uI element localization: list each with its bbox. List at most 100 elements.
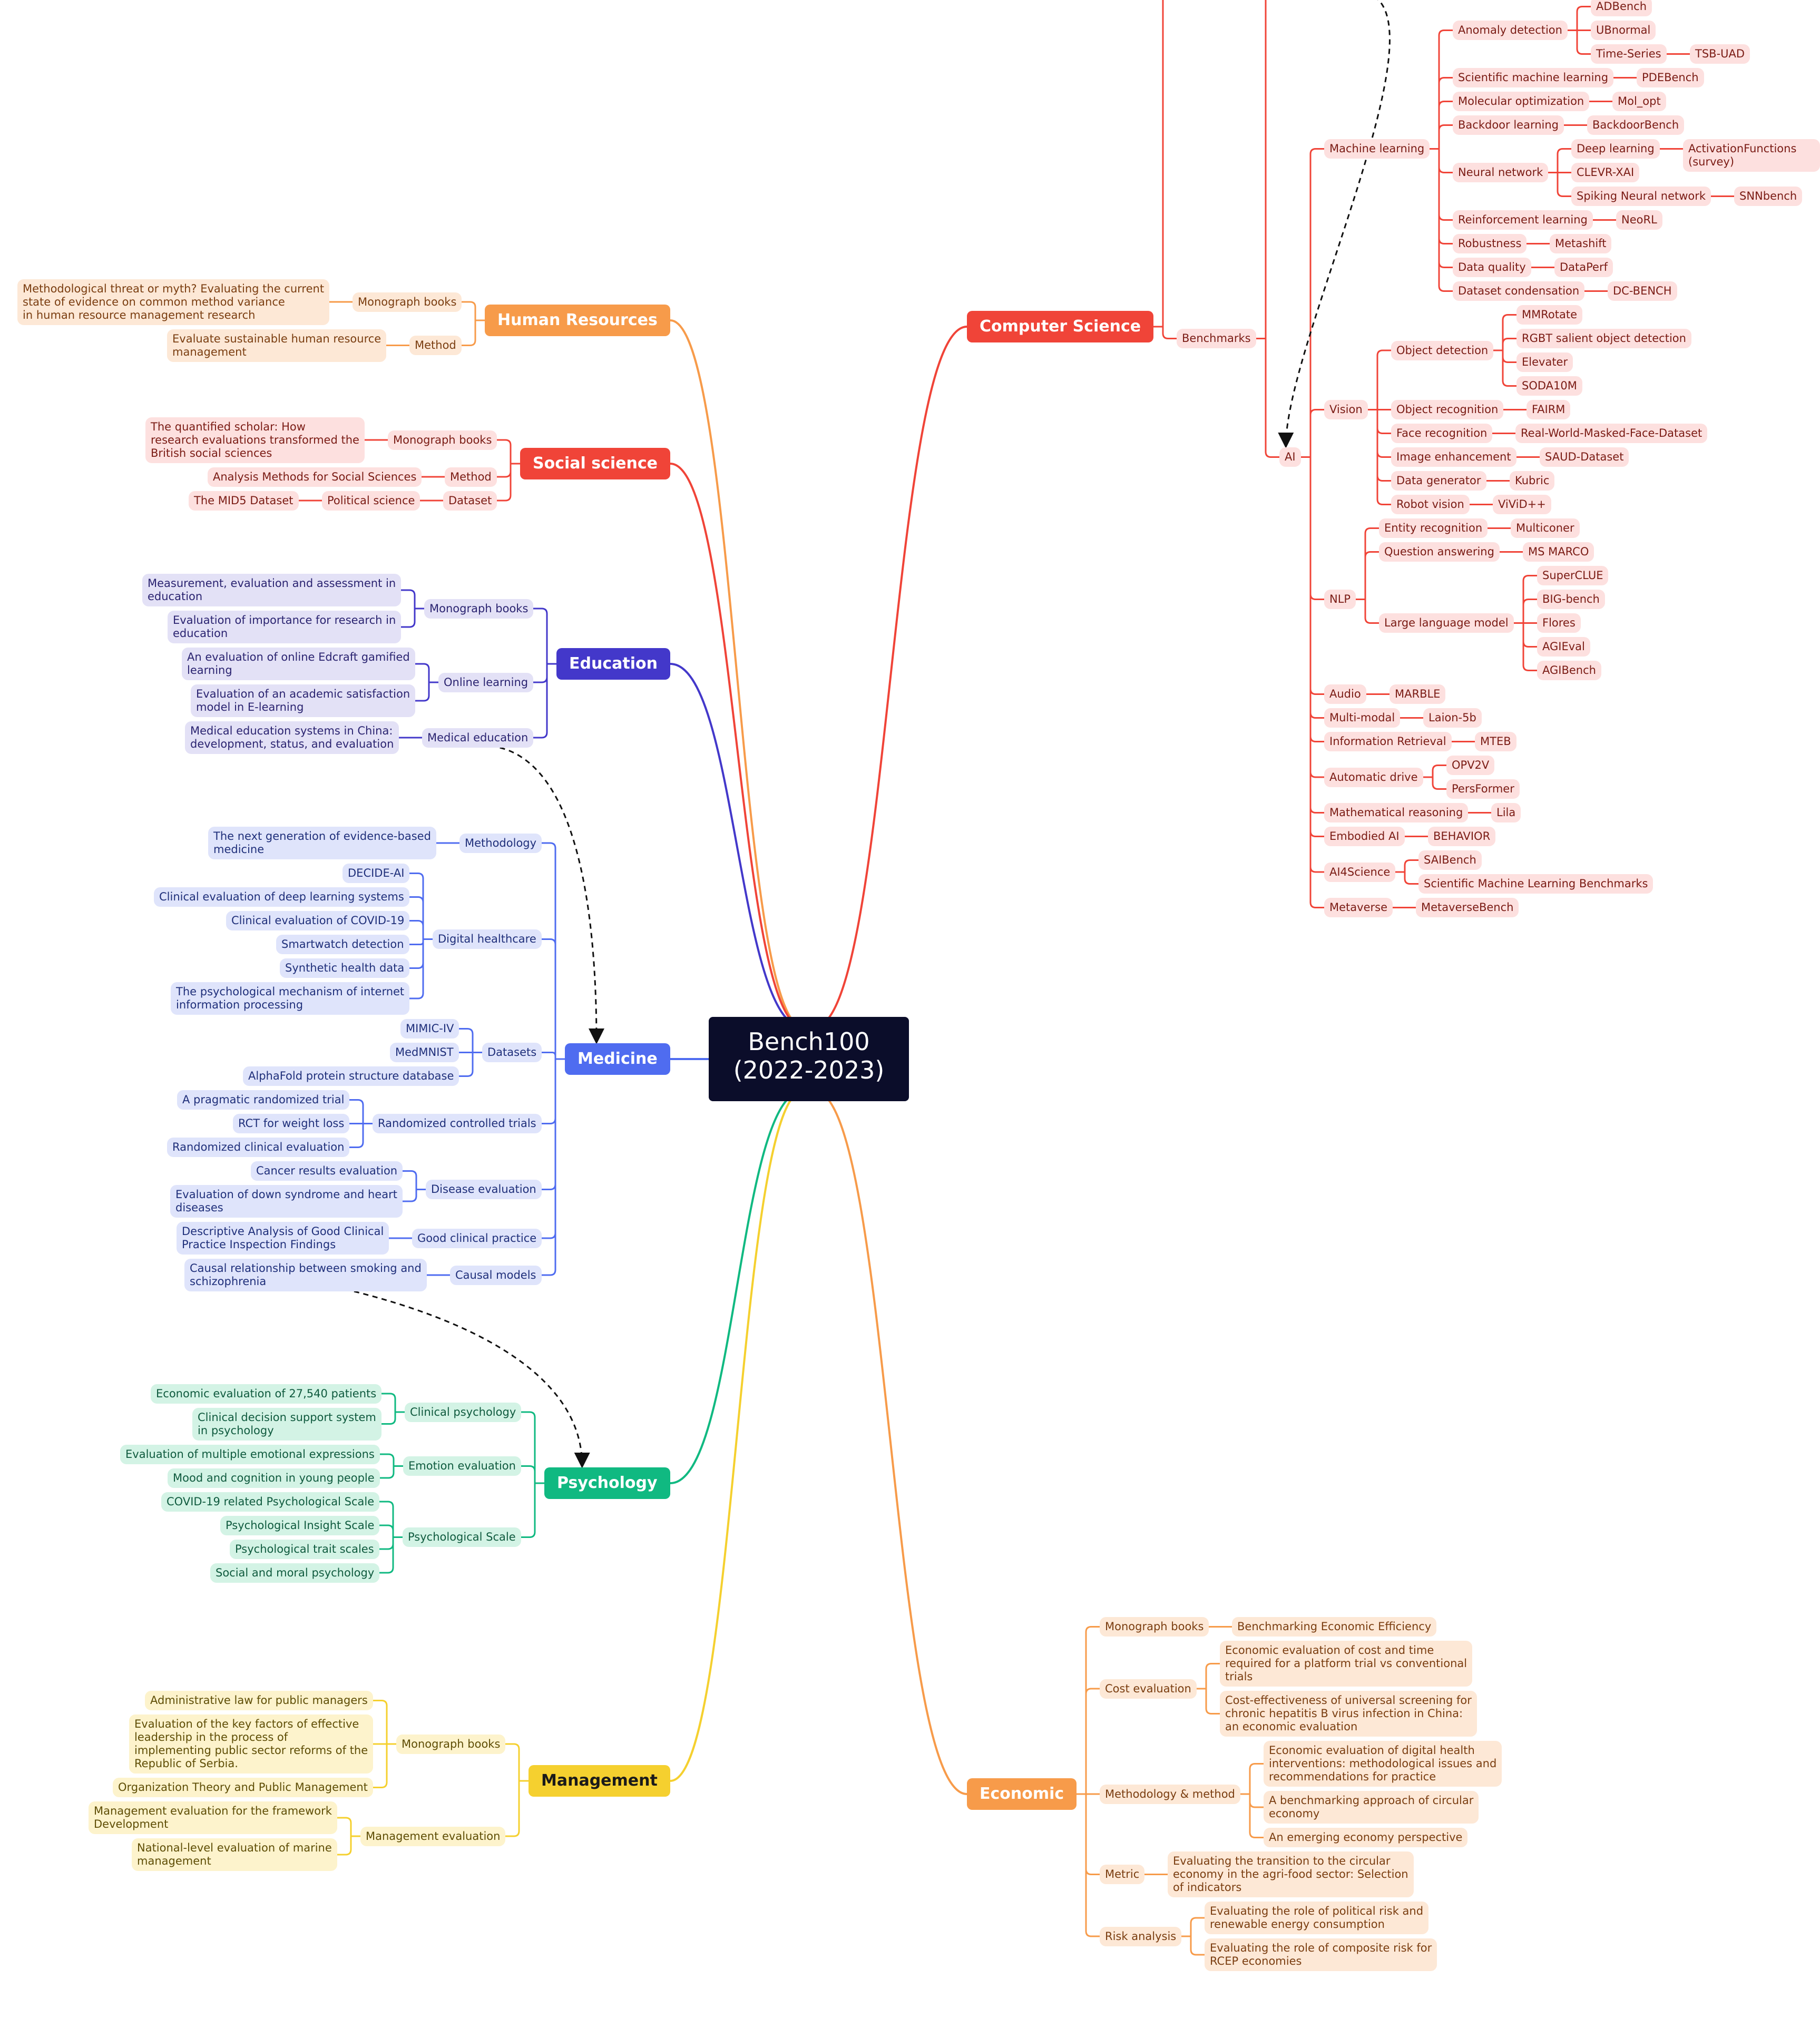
node-superclue[interactable]: SuperCLUE bbox=[1537, 566, 1609, 585]
node-economic-evaluation-of-27-540-patients[interactable]: Economic evaluation of 27,540 patients bbox=[151, 1384, 382, 1404]
node-behavior[interactable]: BEHAVIOR bbox=[1428, 827, 1496, 846]
node-clevr-xai[interactable]: CLEVR-XAI bbox=[1571, 163, 1640, 182]
node-good-clinical-practice[interactable]: Good clinical practice bbox=[412, 1228, 542, 1248]
branch-human-resources[interactable]: Human Resources bbox=[485, 305, 670, 336]
node-entity-recognition[interactable]: Entity recognition bbox=[1379, 518, 1488, 538]
node-mood-and-cognition-in-young-people[interactable]: Mood and cognition in young people bbox=[168, 1468, 380, 1488]
node-alphafold-protein-structure-database[interactable]: AlphaFold protein structure database bbox=[243, 1066, 459, 1086]
node-method[interactable]: Method bbox=[445, 467, 497, 487]
node-vivid[interactable]: ViViD++ bbox=[1493, 495, 1551, 514]
node-soda10m[interactable]: SODA10M bbox=[1516, 376, 1582, 396]
node-dc-bench[interactable]: DC-BENCH bbox=[1608, 281, 1677, 301]
node-activationfunctions-survey[interactable]: ActivationFunctions (survey) bbox=[1683, 139, 1820, 172]
node-evaluate-sustainable-human-resource-management[interactable]: Evaluate sustainable human resource mana… bbox=[167, 329, 387, 362]
node-multi-modal[interactable]: Multi-modal bbox=[1324, 708, 1401, 728]
node-descriptive-analysis-of-good-clinical-practice-i[interactable]: Descriptive Analysis of Good Clinical Pr… bbox=[177, 1222, 389, 1255]
node-metaversebench[interactable]: MetaverseBench bbox=[1416, 898, 1519, 917]
node-randomized-clinical-evaluation[interactable]: Randomized clinical evaluation bbox=[167, 1138, 350, 1157]
node-clinical-psychology[interactable]: Clinical psychology bbox=[405, 1402, 522, 1422]
node-clinical-decision-support-system-in-psychology[interactable]: Clinical decision support system in psyc… bbox=[192, 1407, 381, 1441]
node-persformer[interactable]: PersFormer bbox=[1446, 779, 1520, 799]
node-deep-learning[interactable]: Deep learning bbox=[1571, 139, 1660, 159]
node-emotion-evaluation[interactable]: Emotion evaluation bbox=[403, 1456, 521, 1476]
node-machine-learning[interactable]: Machine learning bbox=[1324, 139, 1430, 159]
node-scientific-machine-learning-benchmarks[interactable]: Scientific Machine Learning Benchmarks bbox=[1418, 874, 1653, 894]
node-fairm[interactable]: FAIRM bbox=[1527, 400, 1571, 419]
node-evaluation-of-down-syndrome-and-heart-diseases[interactable]: Evaluation of down syndrome and heart di… bbox=[170, 1185, 403, 1218]
node-social-and-moral-psychology[interactable]: Social and moral psychology bbox=[210, 1563, 380, 1583]
node-spiking-neural-network[interactable]: Spiking Neural network bbox=[1571, 187, 1711, 206]
node-tsb-uad[interactable]: TSB-UAD bbox=[1690, 44, 1750, 64]
node-the-psychological-mechanism-of-internet-informat[interactable]: The psychological mechanism of internet … bbox=[171, 982, 410, 1015]
node-medmnist[interactable]: MedMNIST bbox=[390, 1043, 459, 1062]
root-node[interactable]: Bench100 (2022-2023) bbox=[709, 1017, 909, 1101]
node-causal-models[interactable]: Causal models bbox=[450, 1265, 542, 1285]
node-mathematical-reasoning[interactable]: Mathematical reasoning bbox=[1324, 803, 1469, 822]
node-mol-opt[interactable]: Mol_opt bbox=[1612, 92, 1666, 111]
node-organization-theory-and-public-management[interactable]: Organization Theory and Public Managemen… bbox=[113, 1778, 373, 1797]
node-datasets[interactable]: Datasets bbox=[482, 1043, 542, 1062]
node-audio[interactable]: Audio bbox=[1324, 684, 1366, 704]
node-methodological-threat-or-myth-evaluating-the-cur[interactable]: Methodological threat or myth? Evaluatin… bbox=[17, 279, 330, 325]
node-psychological-scale[interactable]: Psychological Scale bbox=[403, 1527, 521, 1547]
node-automatic-drive[interactable]: Automatic drive bbox=[1324, 767, 1423, 787]
node-the-next-generation-of-evidence-based-medicine[interactable]: The next generation of evidence-based me… bbox=[208, 827, 436, 859]
node-an-evaluation-of-online-edcraft-gamified-learnin[interactable]: An evaluation of online Edcraft gamified… bbox=[182, 648, 415, 680]
node-covid-19-related-psychological-scale[interactable]: COVID-19 related Psychological Scale bbox=[161, 1492, 380, 1512]
node-agibench[interactable]: AGIBench bbox=[1537, 661, 1601, 680]
node-saibench[interactable]: SAIBench bbox=[1418, 850, 1482, 870]
branch-medicine[interactable]: Medicine bbox=[565, 1043, 670, 1075]
branch-psychology[interactable]: Psychology bbox=[544, 1467, 670, 1499]
node-the-quantified-scholar-how-research-evaluations-[interactable]: The quantified scholar: How research eva… bbox=[145, 417, 365, 463]
node-clinical-evaluation-of-deep-learning-systems[interactable]: Clinical evaluation of deep learning sys… bbox=[154, 887, 409, 907]
branch-management[interactable]: Management bbox=[529, 1765, 670, 1797]
node-flores[interactable]: Flores bbox=[1537, 613, 1581, 633]
branch-computer-science[interactable]: Computer Science bbox=[967, 311, 1154, 342]
node-image-enhancement[interactable]: Image enhancement bbox=[1391, 447, 1516, 467]
node-marble[interactable]: MARBLE bbox=[1390, 684, 1446, 704]
node-ai4science[interactable]: AI4Science bbox=[1324, 862, 1396, 882]
node-ai[interactable]: AI bbox=[1279, 447, 1301, 467]
node-ms-marco[interactable]: MS MARCO bbox=[1523, 542, 1594, 562]
node-synthetic-health-data[interactable]: Synthetic health data bbox=[280, 958, 410, 978]
node-monograph-books[interactable]: Monograph books bbox=[388, 430, 497, 450]
node-monograph-books[interactable]: Monograph books bbox=[353, 292, 462, 312]
node-digital-healthcare[interactable]: Digital healthcare bbox=[433, 929, 542, 949]
node-evaluation-of-an-academic-satisfaction-model-in-[interactable]: Evaluation of an academic satisfaction m… bbox=[191, 684, 416, 717]
node-analysis-methods-for-social-sciences[interactable]: Analysis Methods for Social Sciences bbox=[208, 467, 422, 487]
node-rgbt-salient-object-detection[interactable]: RGBT salient object detection bbox=[1516, 329, 1691, 348]
node-dataset-condensation[interactable]: Dataset condensation bbox=[1453, 281, 1585, 301]
node-robustness[interactable]: Robustness bbox=[1453, 234, 1527, 253]
node-dataset[interactable]: Dataset bbox=[443, 491, 497, 511]
node-the-mid5-dataset[interactable]: The MID5 Dataset bbox=[189, 491, 299, 511]
node-mteb[interactable]: MTEB bbox=[1475, 732, 1516, 751]
node-a-pragmatic-randomized-trial[interactable]: A pragmatic randomized trial bbox=[177, 1090, 350, 1110]
node-adbench[interactable]: ADBench bbox=[1591, 0, 1652, 16]
node-saud-dataset[interactable]: SAUD-Dataset bbox=[1540, 447, 1629, 467]
node-evaluating-the-transition-to-the-circular-econom[interactable]: Evaluating the transition to the circula… bbox=[1168, 1851, 1414, 1897]
node-an-emerging-economy-perspective[interactable]: An emerging economy perspective bbox=[1264, 1828, 1468, 1847]
node-backdoorbench[interactable]: BackdoorBench bbox=[1587, 115, 1685, 135]
node-methodology[interactable]: Methodology bbox=[459, 833, 542, 853]
node-time-series[interactable]: Time-Series bbox=[1591, 44, 1667, 64]
node-cancer-results-evaluation[interactable]: Cancer results evaluation bbox=[251, 1161, 403, 1181]
branch-economic[interactable]: Economic bbox=[967, 1778, 1077, 1810]
node-agieval[interactable]: AGIEval bbox=[1537, 637, 1590, 657]
branch-education[interactable]: Education bbox=[556, 648, 670, 680]
node-backdoor-learning[interactable]: Backdoor learning bbox=[1453, 115, 1564, 135]
node-snnbench[interactable]: SNNbench bbox=[1734, 187, 1803, 206]
node-elevater[interactable]: Elevater bbox=[1516, 352, 1573, 372]
node-benchmarks[interactable]: Benchmarks bbox=[1177, 329, 1256, 348]
node-robot-vision[interactable]: Robot vision bbox=[1391, 495, 1470, 514]
node-kubric[interactable]: Kubric bbox=[1510, 471, 1555, 491]
node-method[interactable]: Method bbox=[409, 336, 462, 355]
node-clinical-evaluation-of-covid-19[interactable]: Clinical evaluation of COVID-19 bbox=[226, 911, 410, 930]
node-evaluating-the-role-of-composite-risk-for-rcep-e[interactable]: Evaluating the role of composite risk fo… bbox=[1205, 1938, 1437, 1971]
node-vision[interactable]: Vision bbox=[1324, 400, 1368, 419]
node-evaluation-of-importance-for-research-in-educati[interactable]: Evaluation of importance for research in… bbox=[168, 611, 402, 643]
node-anomaly-detection[interactable]: Anomaly detection bbox=[1453, 21, 1568, 40]
node-methodology-method[interactable]: Methodology & method bbox=[1100, 1784, 1240, 1804]
node-smartwatch-detection[interactable]: Smartwatch detection bbox=[276, 935, 409, 954]
node-ubnormal[interactable]: UBnormal bbox=[1591, 21, 1656, 40]
node-political-science[interactable]: Political science bbox=[322, 491, 420, 511]
